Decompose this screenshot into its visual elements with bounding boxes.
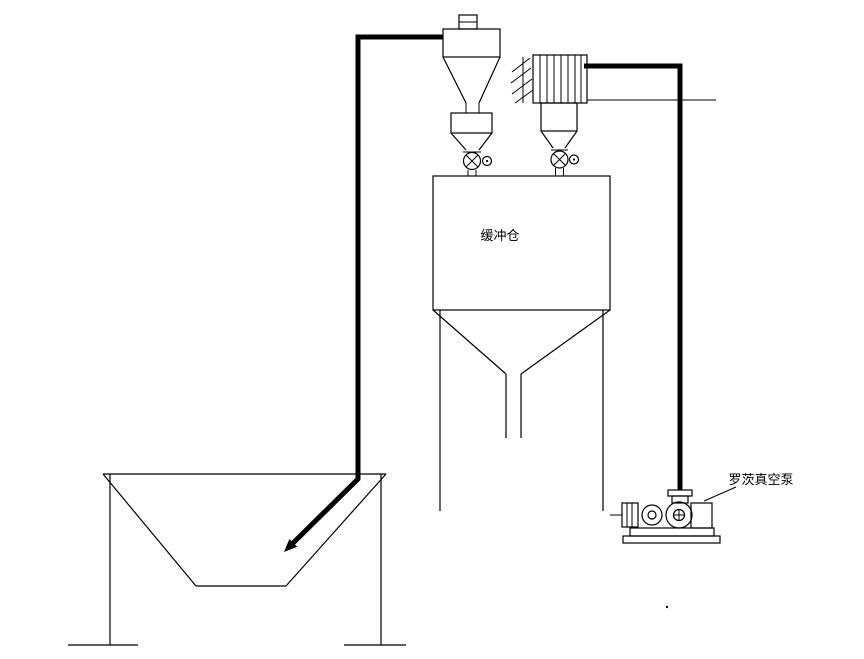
filter-valve-motor-dot — [572, 158, 576, 161]
filter-hopper-cone-left — [540, 130, 554, 149]
filter-valve-body-icon — [550, 150, 569, 169]
pump-coupling-inner-icon — [647, 510, 657, 520]
filter-hopper-cone-right — [564, 130, 578, 149]
cyclone-valve-motor-dot — [485, 159, 489, 163]
suction-pipe-run — [286, 34, 443, 550]
pump-inlet-neck — [671, 495, 689, 504]
cyclone-hopper-cone-left — [450, 132, 467, 151]
cyclone-cone-right — [478, 56, 501, 104]
vacuum-pump-label: 罗茨真空泵 — [728, 472, 793, 487]
hopper-side-right — [285, 473, 387, 587]
pump-inlet-flange — [667, 489, 693, 497]
filter-valve-motor-icon — [568, 154, 580, 165]
filter-bags — [539, 55, 582, 103]
pump-base-plate — [629, 527, 715, 537]
silo-shell — [432, 175, 611, 311]
cyclone-body — [442, 28, 501, 58]
pump-motor — [621, 502, 639, 528]
suction-pipe-arrowhead-icon — [284, 539, 298, 552]
cyclone-valve-motor-icon — [481, 155, 493, 167]
cyclone-rotary-valve — [462, 151, 493, 176]
feed-hopper — [68, 473, 406, 646]
suction-pipe — [284, 34, 443, 552]
bag-filter — [510, 54, 588, 151]
roots-vacuum-pump: 罗茨真空泵 — [610, 472, 794, 544]
cyclone-valve-x2 — [465, 154, 479, 168]
silo-cone-right — [520, 309, 611, 375]
vacuum-pipe — [584, 63, 683, 490]
stray-dot — [665, 605, 669, 609]
filter-hatch-marks — [510, 57, 534, 104]
pump-base-skid — [622, 535, 721, 544]
pump-casing-right — [690, 502, 713, 529]
filter-housing — [532, 54, 588, 104]
cyclone-separator — [442, 14, 501, 153]
silo-cone-left — [432, 309, 507, 375]
cyclone-hopper — [450, 112, 493, 134]
pump-coupling-icon — [641, 504, 663, 526]
filter-rotary-valve — [550, 150, 580, 176]
hopper-side-left — [102, 473, 197, 587]
pump-label-leader-line — [703, 486, 737, 502]
filter-valve-x2 — [553, 153, 566, 166]
cyclone-cone-left — [442, 56, 467, 104]
filter-hopper — [540, 102, 578, 132]
buffer-silo: 缓冲仓 — [432, 175, 611, 511]
buffer-silo-label: 缓冲仓 — [480, 228, 519, 243]
cyclone-hopper-cone-right — [478, 132, 493, 151]
cyclone-valve-body-icon — [462, 151, 482, 171]
